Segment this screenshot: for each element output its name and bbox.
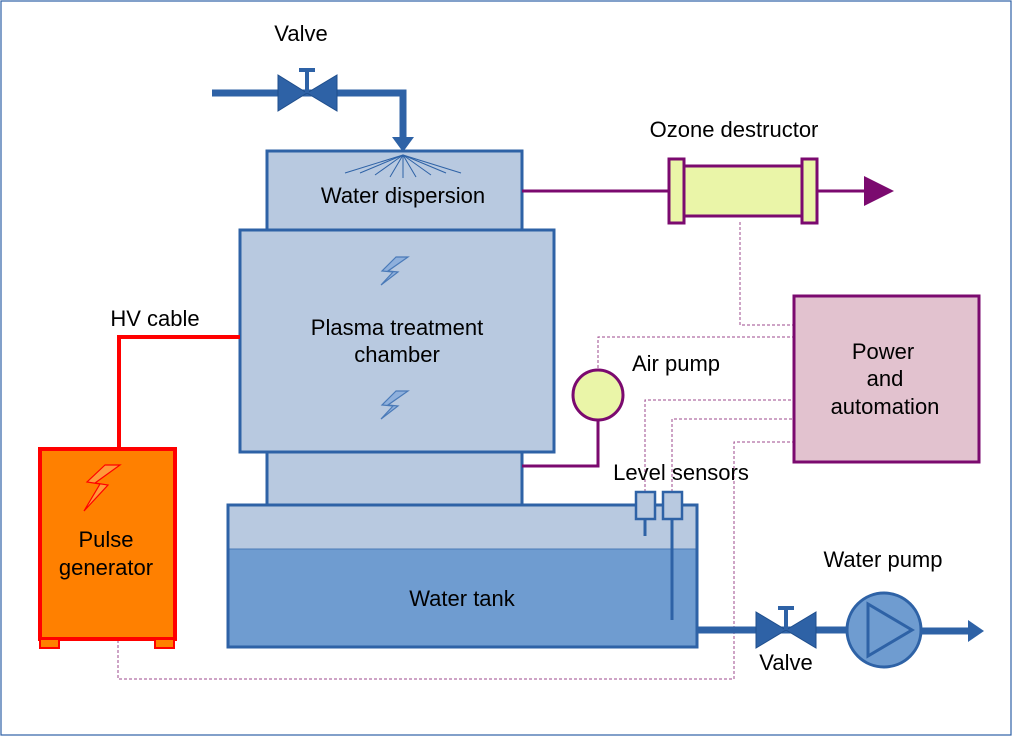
ozone-destructor-label: Ozone destructor: [650, 117, 819, 142]
inlet-pipe: [212, 89, 414, 152]
valve-top-label: Valve: [274, 21, 327, 46]
signal-line-air-pump: [597, 336, 795, 368]
hv-cable-label: HV cable: [110, 306, 199, 331]
inlet-pipe-line: [212, 89, 407, 140]
plasma-chamber-label-1: Plasma treatment: [311, 315, 483, 340]
pump-outlet-arrow: [968, 620, 984, 642]
power-label-2: and: [867, 366, 904, 391]
plasma-chamber-label-2: chamber: [354, 342, 440, 367]
water-tank-outline: [226, 503, 699, 649]
pulse-generator-box: [38, 447, 177, 641]
pulse-generator-label-1: Pulse: [78, 527, 133, 552]
signal-line-ozone: [739, 222, 795, 326]
water-tank-water-region: [228, 549, 697, 647]
air-pump-label: Air pump: [632, 351, 720, 376]
pulse-generator-foot-right: [154, 638, 175, 649]
pulse-generator: [38, 447, 177, 649]
water-pump-label: Water pump: [823, 547, 942, 572]
ozone-destructor-body: [681, 164, 805, 218]
pulse-generator-foot-left: [39, 638, 60, 649]
power-label-1: Power: [852, 339, 914, 364]
valve-icon[interactable]: [755, 606, 817, 649]
level-sensor-icon: [634, 490, 657, 536]
power-automation-box: [792, 294, 981, 464]
valve-icon[interactable]: [277, 68, 338, 112]
air-pump-line: [522, 420, 600, 468]
lightning-icon: [380, 390, 410, 420]
air-pump-icon[interactable]: [571, 368, 625, 422]
valve-bottom-label: Valve: [759, 650, 812, 675]
inlet-arrow: [392, 137, 414, 152]
water-tank: [226, 503, 699, 649]
signal-line-sensor-2: [671, 418, 795, 492]
hv-cable: [117, 335, 240, 449]
pump-icon[interactable]: [845, 591, 923, 669]
ozone-destructor-cap-left: [667, 157, 686, 225]
lightning-icon: [380, 256, 410, 286]
water-tank-label: Water tank: [409, 586, 516, 611]
level-sensors-label: Level sensors: [613, 460, 749, 485]
chamber-lower-section: [265, 448, 524, 507]
lightning-icon: [83, 464, 122, 512]
signal-lines: [117, 222, 795, 680]
spray-icon: [344, 154, 462, 178]
power-label-3: automation: [831, 394, 940, 419]
ozone-destructor-cap-right: [800, 157, 819, 225]
signal-line-sensor-1: [644, 399, 795, 492]
water-dispersion-label: Water dispersion: [321, 183, 485, 208]
plasma-chamber-box: [238, 228, 556, 454]
signal-line-pulse: [117, 441, 795, 680]
water-dispersion-box: [265, 149, 524, 233]
level-sensor-icon: [661, 490, 684, 620]
ozone-destructor: [667, 157, 819, 225]
pulse-generator-label-2: generator: [59, 555, 153, 580]
